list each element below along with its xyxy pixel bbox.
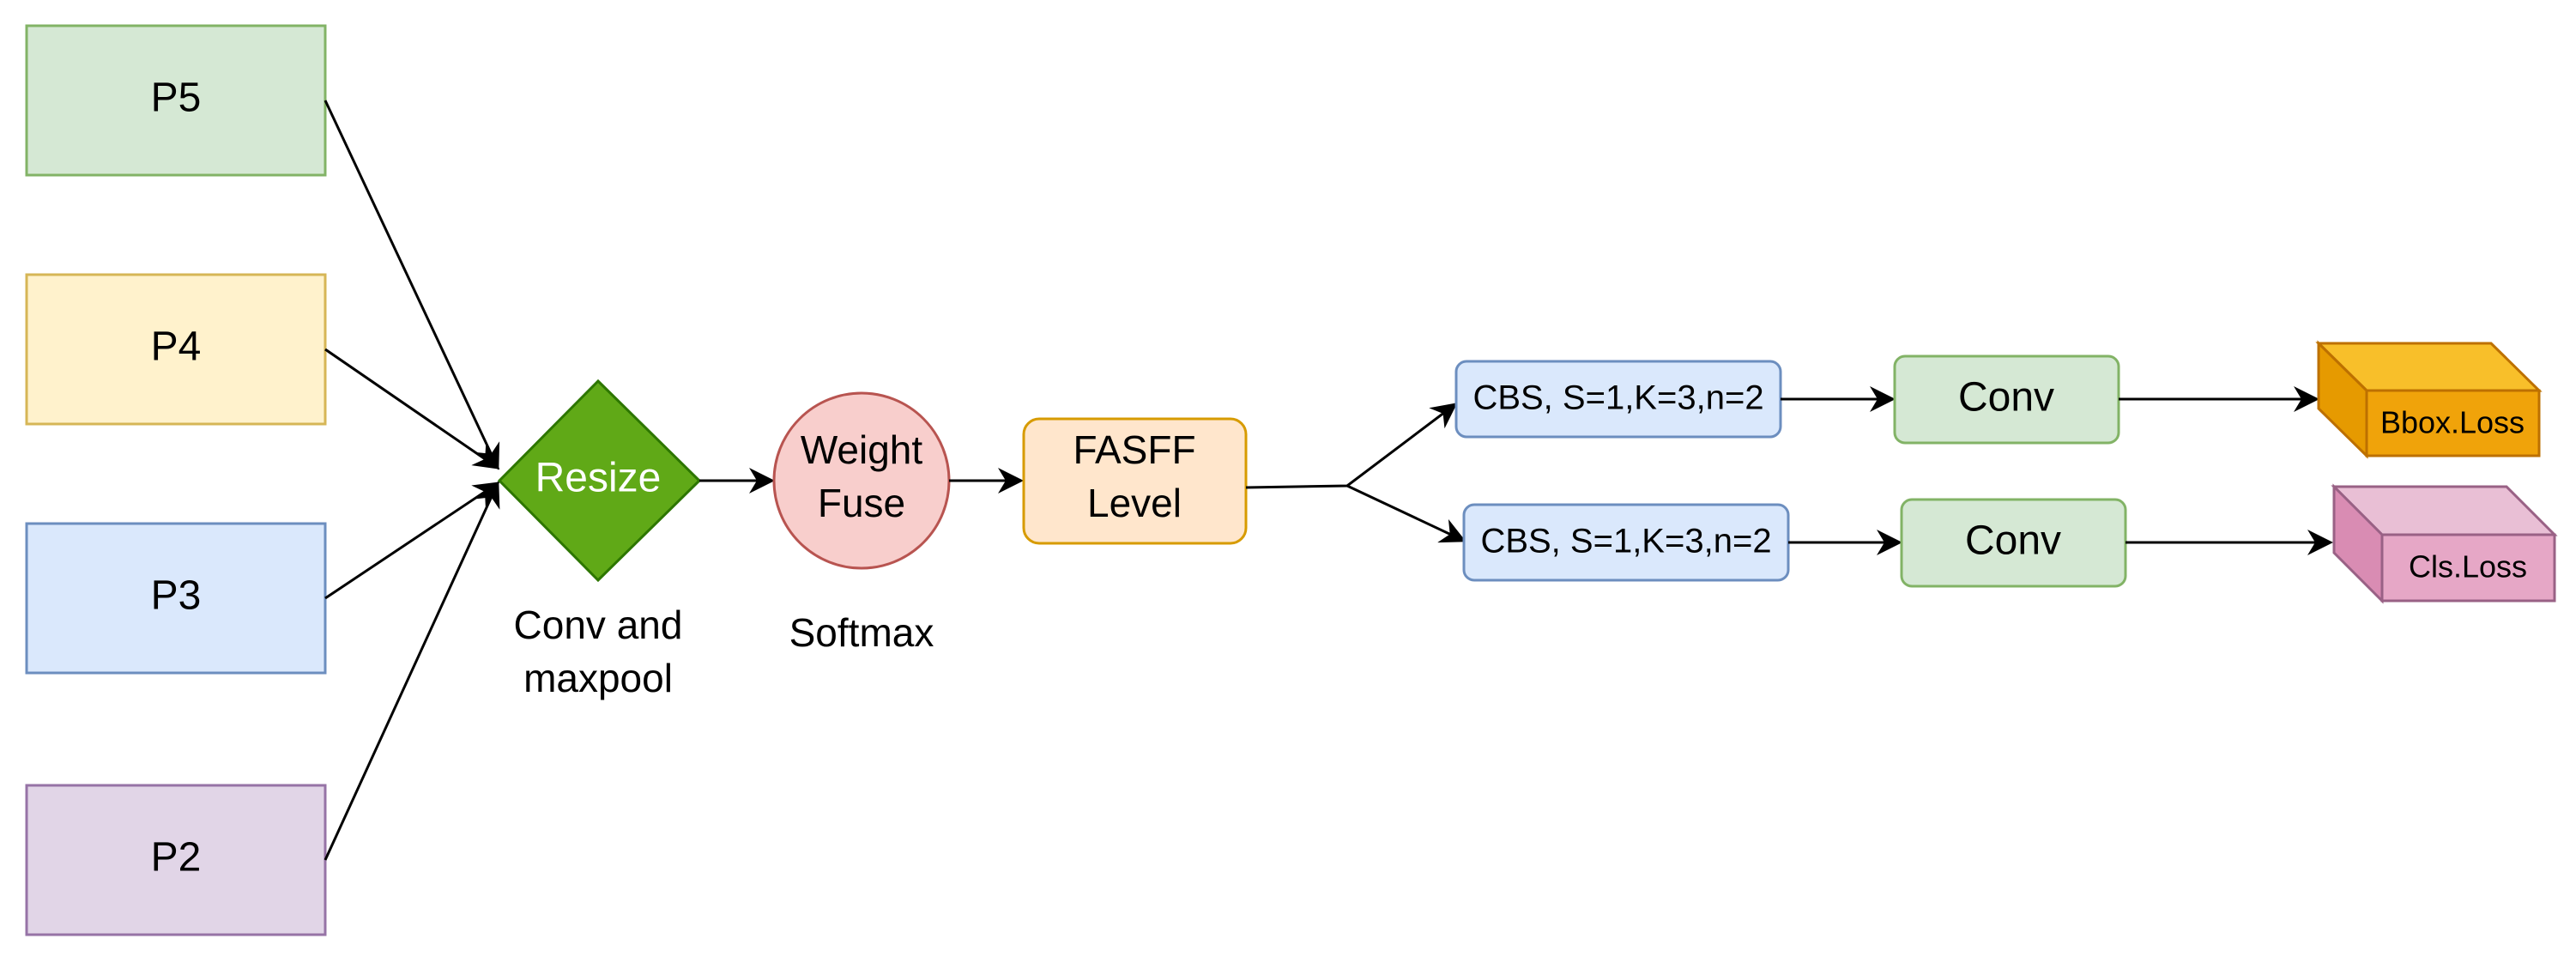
fasff-level-box: [1022, 417, 1248, 545]
fasff-level-node[interactable]: FASFF Level: [1022, 417, 1248, 545]
bbox-conv-label: Conv: [1958, 375, 2054, 421]
input-p2-box: [25, 784, 327, 936]
cls-loss-front-face: [2380, 533, 2556, 603]
edge-fasff-to-bbox-cbs: [1245, 403, 1458, 489]
resize-caption-line1: Conv and: [514, 603, 683, 647]
input-p5-box: [25, 24, 327, 177]
input-p2-label: P2: [151, 835, 202, 881]
weight-fuse-line1: Weight: [801, 427, 923, 472]
input-p4-label: P4: [151, 324, 202, 370]
input-p3-label: P3: [151, 573, 202, 619]
weight-fuse-node[interactable]: Weight Fuse: [772, 391, 951, 570]
edge-p4-to-resize: [324, 348, 500, 469]
bbox-conv-block[interactable]: Conv: [1893, 354, 2120, 445]
weight-fuse-caption: Softmax: [789, 610, 934, 655]
cls-cbs-label: CBS, S=1,K=3,n=2: [1480, 523, 1771, 560]
input-p3-box: [25, 522, 327, 675]
edge-p5-to-resize: [324, 100, 500, 470]
fasff-level-line2: Level: [1087, 481, 1182, 525]
cls-conv-label: Conv: [1965, 518, 2061, 564]
bbox-cbs-block[interactable]: CBS, S=1,K=3,n=2: [1454, 360, 1782, 439]
input-p4-box: [25, 273, 327, 426]
fasff-level-line1: FASFF: [1073, 427, 1195, 472]
input-p4[interactable]: P4: [25, 273, 327, 426]
resize-node[interactable]: Resize: [497, 379, 702, 583]
input-p5-label: P5: [151, 76, 202, 121]
edge-p3-to-resize: [324, 482, 500, 600]
input-p3[interactable]: P3: [25, 522, 327, 675]
cls-loss-block[interactable]: Cls.Loss: [2331, 483, 2558, 604]
cls-conv-block[interactable]: Conv: [1900, 498, 2127, 588]
bbox-loss-front-face: [2365, 389, 2541, 457]
resize-diamond: [497, 379, 702, 583]
input-p5[interactable]: P5: [25, 24, 327, 177]
bbox-loss-label: Bbox.Loss: [2380, 405, 2525, 440]
weight-fuse-line2: Fuse: [818, 481, 905, 525]
edge-p2-to-resize: [324, 481, 500, 861]
resize-caption-line2: maxpool: [523, 656, 673, 700]
cls-loss-label: Cls.Loss: [2409, 549, 2527, 584]
resize-label: Resize: [535, 456, 662, 501]
cls-cbs-block[interactable]: CBS, S=1,K=3,n=2: [1462, 503, 1790, 582]
edge-fasff-to-cls-cbs: [1346, 484, 1466, 543]
input-p2[interactable]: P2: [25, 784, 327, 936]
bbox-loss-block[interactable]: Bbox.Loss: [2315, 340, 2543, 459]
bbox-cbs-label: CBS, S=1,K=3,n=2: [1472, 379, 1763, 417]
